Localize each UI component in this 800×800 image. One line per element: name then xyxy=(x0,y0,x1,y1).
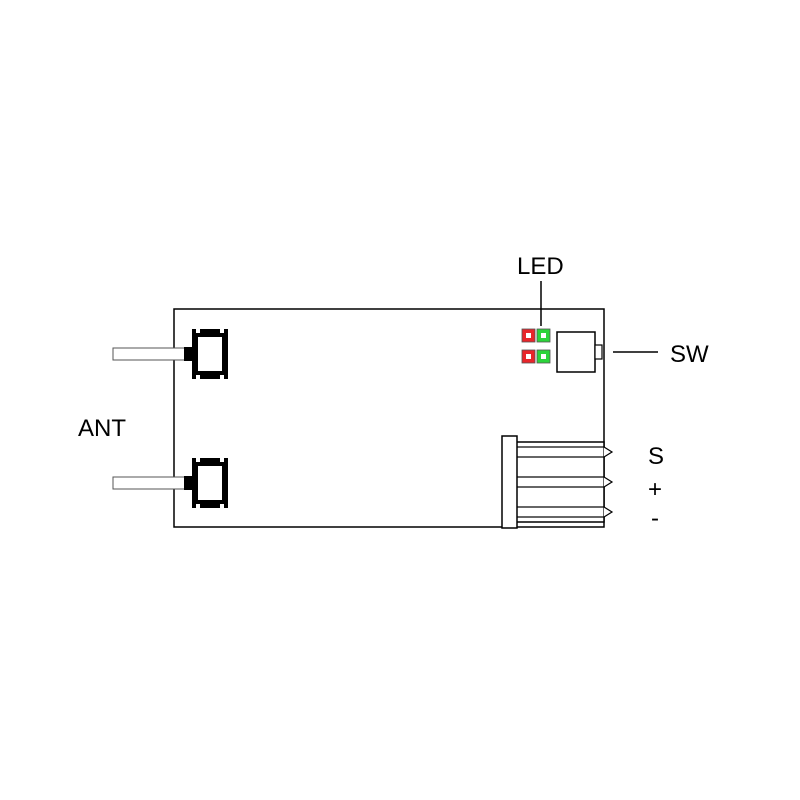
led-pair-lower xyxy=(521,349,551,364)
antenna-wire-lower xyxy=(112,476,188,490)
servo-header xyxy=(501,435,614,529)
ant-label: ANT xyxy=(78,415,126,442)
header-pin-plus xyxy=(513,476,614,488)
header-plastic-body xyxy=(501,435,518,529)
antenna-connector-lower xyxy=(184,458,228,508)
switch-button xyxy=(556,331,603,373)
antenna-upper xyxy=(112,329,228,379)
antenna-wire-upper xyxy=(112,347,188,361)
antenna-lower xyxy=(112,458,228,508)
led-label: LED xyxy=(517,253,564,280)
sw-label: SW xyxy=(670,341,709,368)
pin-label-plus: + xyxy=(648,476,662,503)
header-pin-s xyxy=(513,446,614,458)
pin-label-s: S xyxy=(648,443,664,470)
header-pin-minus xyxy=(513,506,614,518)
led-pair-upper xyxy=(521,328,551,343)
antenna-connector-upper xyxy=(184,329,228,379)
pin-label-minus: - xyxy=(651,505,659,532)
